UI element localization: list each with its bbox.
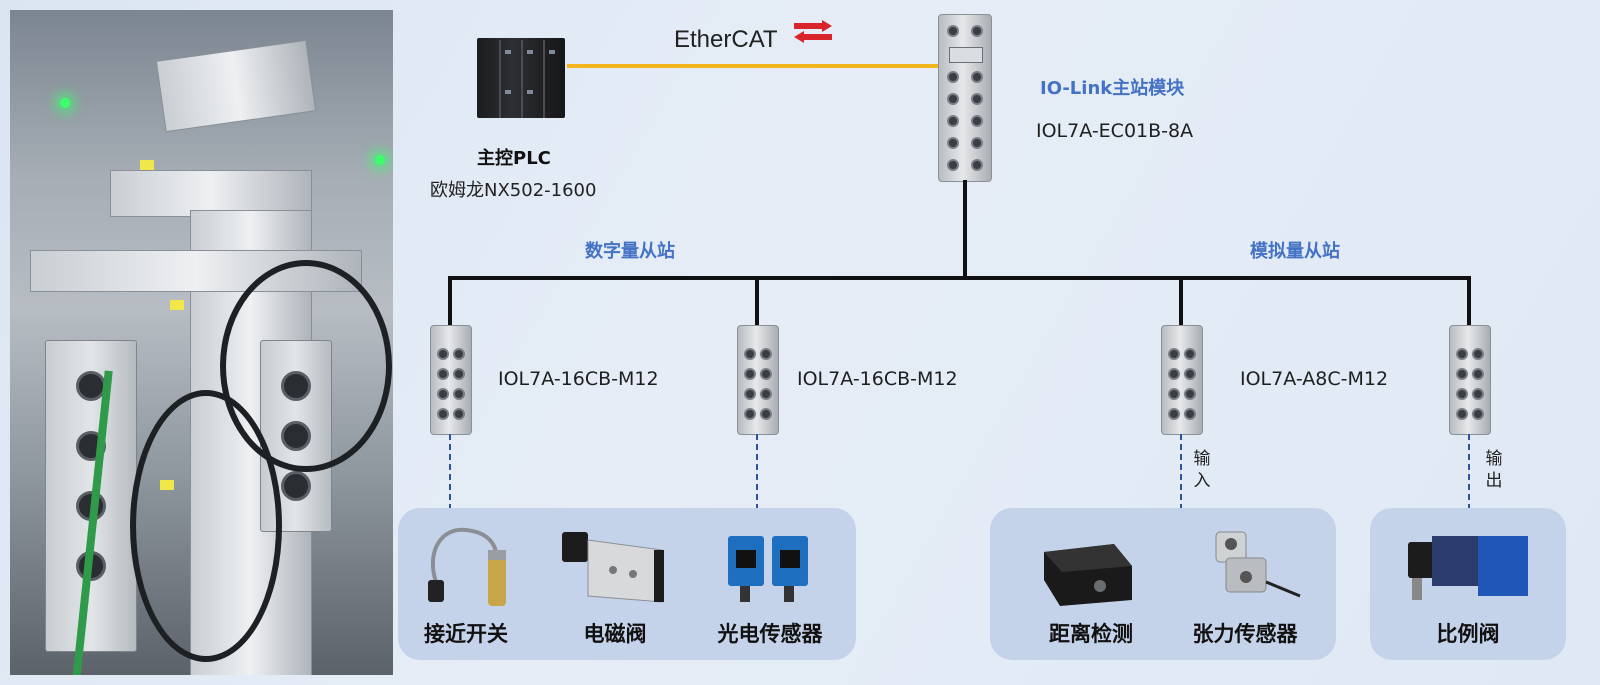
device-solenoid-label: 电磁阀 bbox=[583, 622, 647, 646]
device-proportional-label: 比例阀 bbox=[1436, 622, 1500, 646]
green-led bbox=[60, 98, 70, 108]
ethercat-logo-text: EtherCAT bbox=[674, 26, 778, 53]
device-proximity-label: 接近开关 bbox=[424, 622, 508, 646]
master-model-label: IOL7A-EC01B-8A bbox=[1036, 120, 1194, 142]
analog-slave-module bbox=[1161, 325, 1203, 435]
drop-line bbox=[1179, 276, 1183, 326]
slave-model-label: IOL7A-16CB-M12 bbox=[498, 368, 659, 390]
io-link-master-module bbox=[938, 14, 992, 182]
plc-model: 欧姆龙NX502-1600 bbox=[430, 180, 597, 201]
output-label: 输出 bbox=[1485, 449, 1503, 491]
digital-slave-module bbox=[737, 325, 779, 435]
proportional-valve-icon bbox=[1408, 536, 1528, 600]
device-distance-label: 距离检测 bbox=[1049, 622, 1133, 646]
ethercat-logo: EtherCAT bbox=[674, 20, 832, 53]
yellow-tag bbox=[160, 480, 174, 490]
plc-icon bbox=[477, 30, 567, 120]
yellow-tag bbox=[140, 160, 154, 170]
digital-group-label: 数字量从站 bbox=[585, 241, 675, 262]
slave-model-label: IOL7A-16CB-M12 bbox=[797, 368, 958, 390]
dashed-connector bbox=[1180, 434, 1182, 510]
drop-line bbox=[448, 276, 452, 326]
device-tension-label: 张力传感器 bbox=[1192, 622, 1298, 646]
dashed-connector bbox=[449, 434, 451, 510]
digital-slave-module bbox=[430, 325, 472, 435]
analog-slave-module bbox=[1449, 325, 1491, 435]
input-label: 输入 bbox=[1193, 449, 1211, 491]
photoelectric-sensor-icon bbox=[728, 536, 808, 602]
green-led bbox=[375, 155, 385, 165]
solenoid-valve-icon bbox=[562, 532, 664, 603]
dashed-connector bbox=[1468, 434, 1470, 510]
mount-plate bbox=[110, 170, 312, 217]
trunk-line bbox=[963, 180, 967, 278]
black-cable bbox=[220, 260, 392, 472]
distance-sensor-icon bbox=[1044, 544, 1132, 606]
device-photoelectric-label: 光电传感器 bbox=[717, 622, 823, 646]
drop-line bbox=[755, 276, 759, 326]
master-role-label: IO-Link主站模块 bbox=[1040, 78, 1185, 99]
yellow-tag bbox=[170, 300, 184, 310]
cylinder-block bbox=[155, 39, 317, 133]
dashed-connector bbox=[756, 434, 758, 510]
tension-sensor-icon bbox=[1215, 531, 1301, 598]
drop-line bbox=[1467, 276, 1471, 326]
black-cable bbox=[130, 390, 282, 662]
bus-line bbox=[448, 276, 1471, 280]
plc-title: 主控PLC bbox=[477, 148, 551, 169]
slave-model-label: IOL7A-A8C-M12 bbox=[1240, 368, 1389, 390]
proximity-switch-icon bbox=[428, 527, 506, 606]
equipment-photo bbox=[10, 10, 393, 675]
ethercat-cable bbox=[567, 64, 939, 68]
analog-group-label: 模拟量从站 bbox=[1250, 241, 1340, 262]
